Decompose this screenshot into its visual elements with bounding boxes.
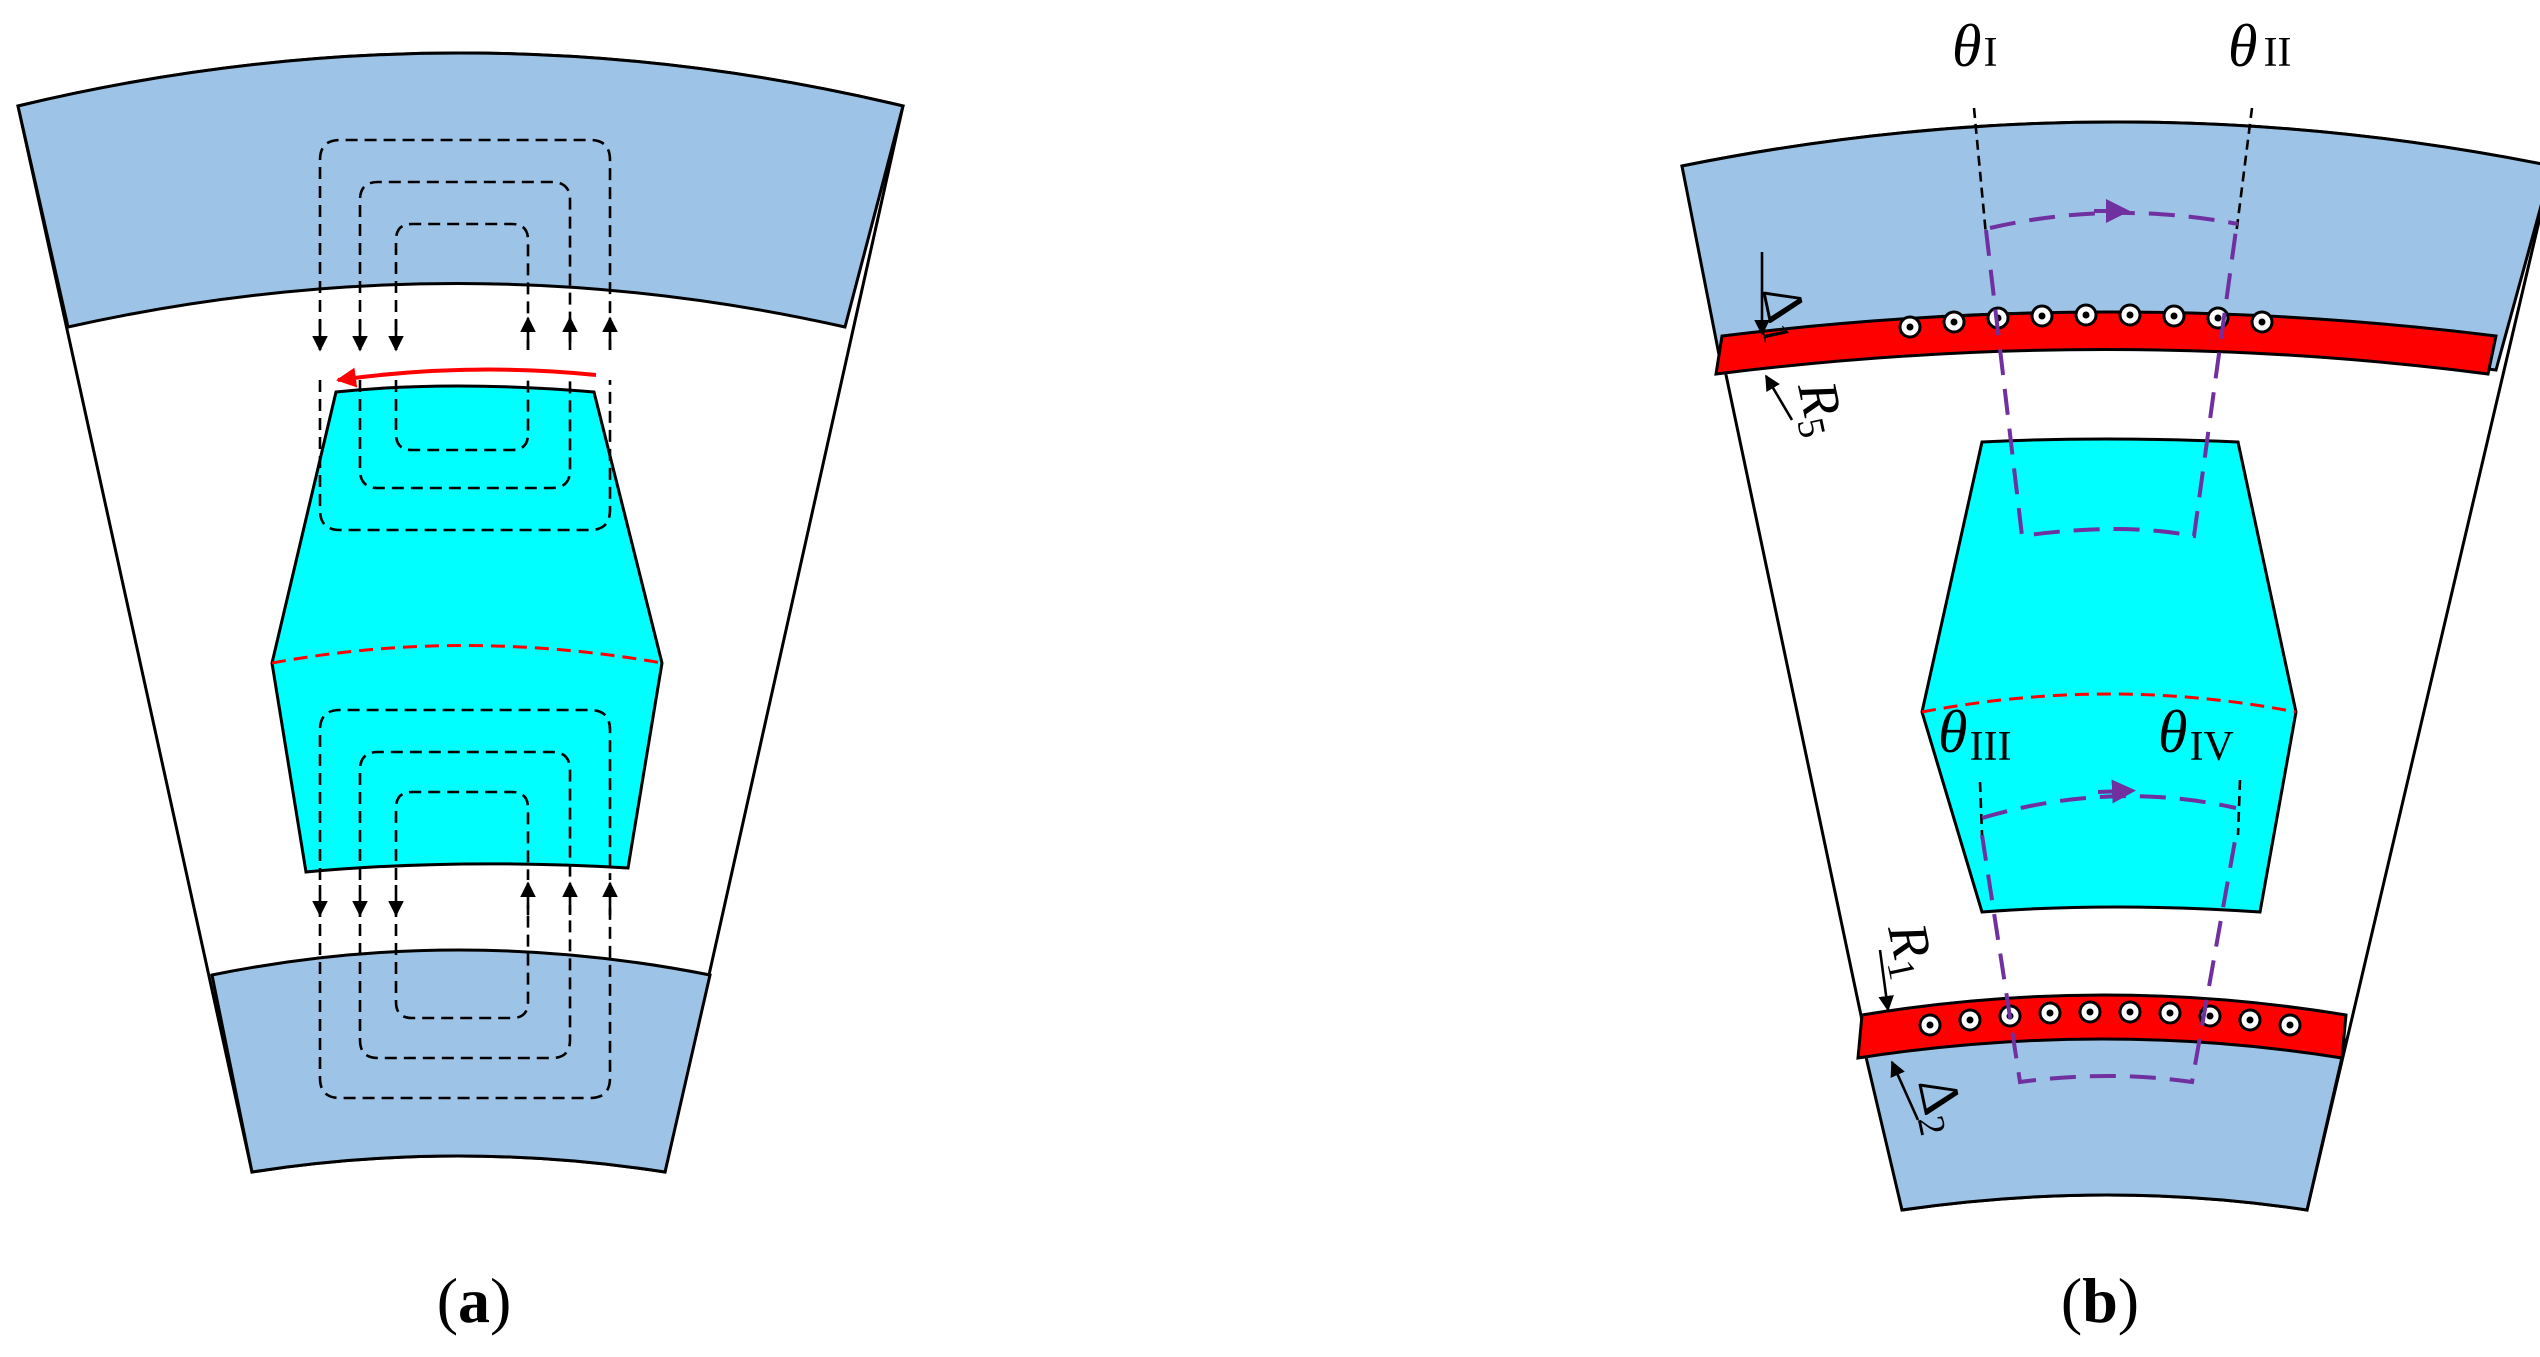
pole-midline-b bbox=[1921, 692, 2297, 714]
pole-midline-a bbox=[271, 644, 663, 665]
pole-piece-b bbox=[1920, 437, 2298, 914]
theta-1-label: θI bbox=[1952, 13, 1997, 79]
inner-yoke-a bbox=[210, 948, 712, 1174]
lower-flux-loops bbox=[318, 708, 612, 1100]
flux-arrow-lower bbox=[2097, 779, 2136, 804]
upper-flux-arrows bbox=[312, 316, 618, 352]
panel-a: (a) bbox=[16, 51, 905, 1336]
pole-piece-a bbox=[270, 384, 664, 874]
caption-b: (b) bbox=[2061, 1265, 2139, 1336]
theta-4-label: θIV bbox=[2158, 699, 2234, 770]
outer-band-dimension bbox=[1754, 252, 1794, 421]
upper-flux-loops bbox=[318, 138, 612, 532]
rotation-arrow-a bbox=[336, 367, 597, 388]
inner-winding-band bbox=[1856, 993, 2348, 1060]
caption-a: (a) bbox=[437, 1265, 512, 1336]
angle-reference-lines bbox=[1972, 107, 2254, 836]
outer-yoke-a bbox=[16, 51, 905, 329]
inner-band-dimension bbox=[1878, 949, 1920, 1121]
theta-3-label: θIII bbox=[1938, 699, 2011, 770]
lower-flux-arrows bbox=[312, 881, 618, 917]
